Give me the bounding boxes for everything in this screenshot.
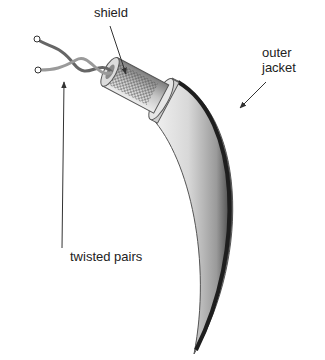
leader-arrow bbox=[62, 82, 64, 248]
jacket-edge bbox=[178, 82, 229, 350]
shield-braid bbox=[103, 58, 169, 113]
leader-arrow bbox=[240, 82, 266, 108]
part-label: twisted pairs bbox=[70, 250, 180, 265]
part-label: outer jacket bbox=[262, 46, 317, 76]
leader-arrow bbox=[110, 26, 126, 74]
cable-end bbox=[94, 49, 179, 123]
twisted-wire bbox=[38, 40, 112, 72]
twisted-wire bbox=[40, 59, 112, 74]
part-label: shield bbox=[94, 6, 154, 21]
outer-jacket bbox=[152, 78, 233, 354]
